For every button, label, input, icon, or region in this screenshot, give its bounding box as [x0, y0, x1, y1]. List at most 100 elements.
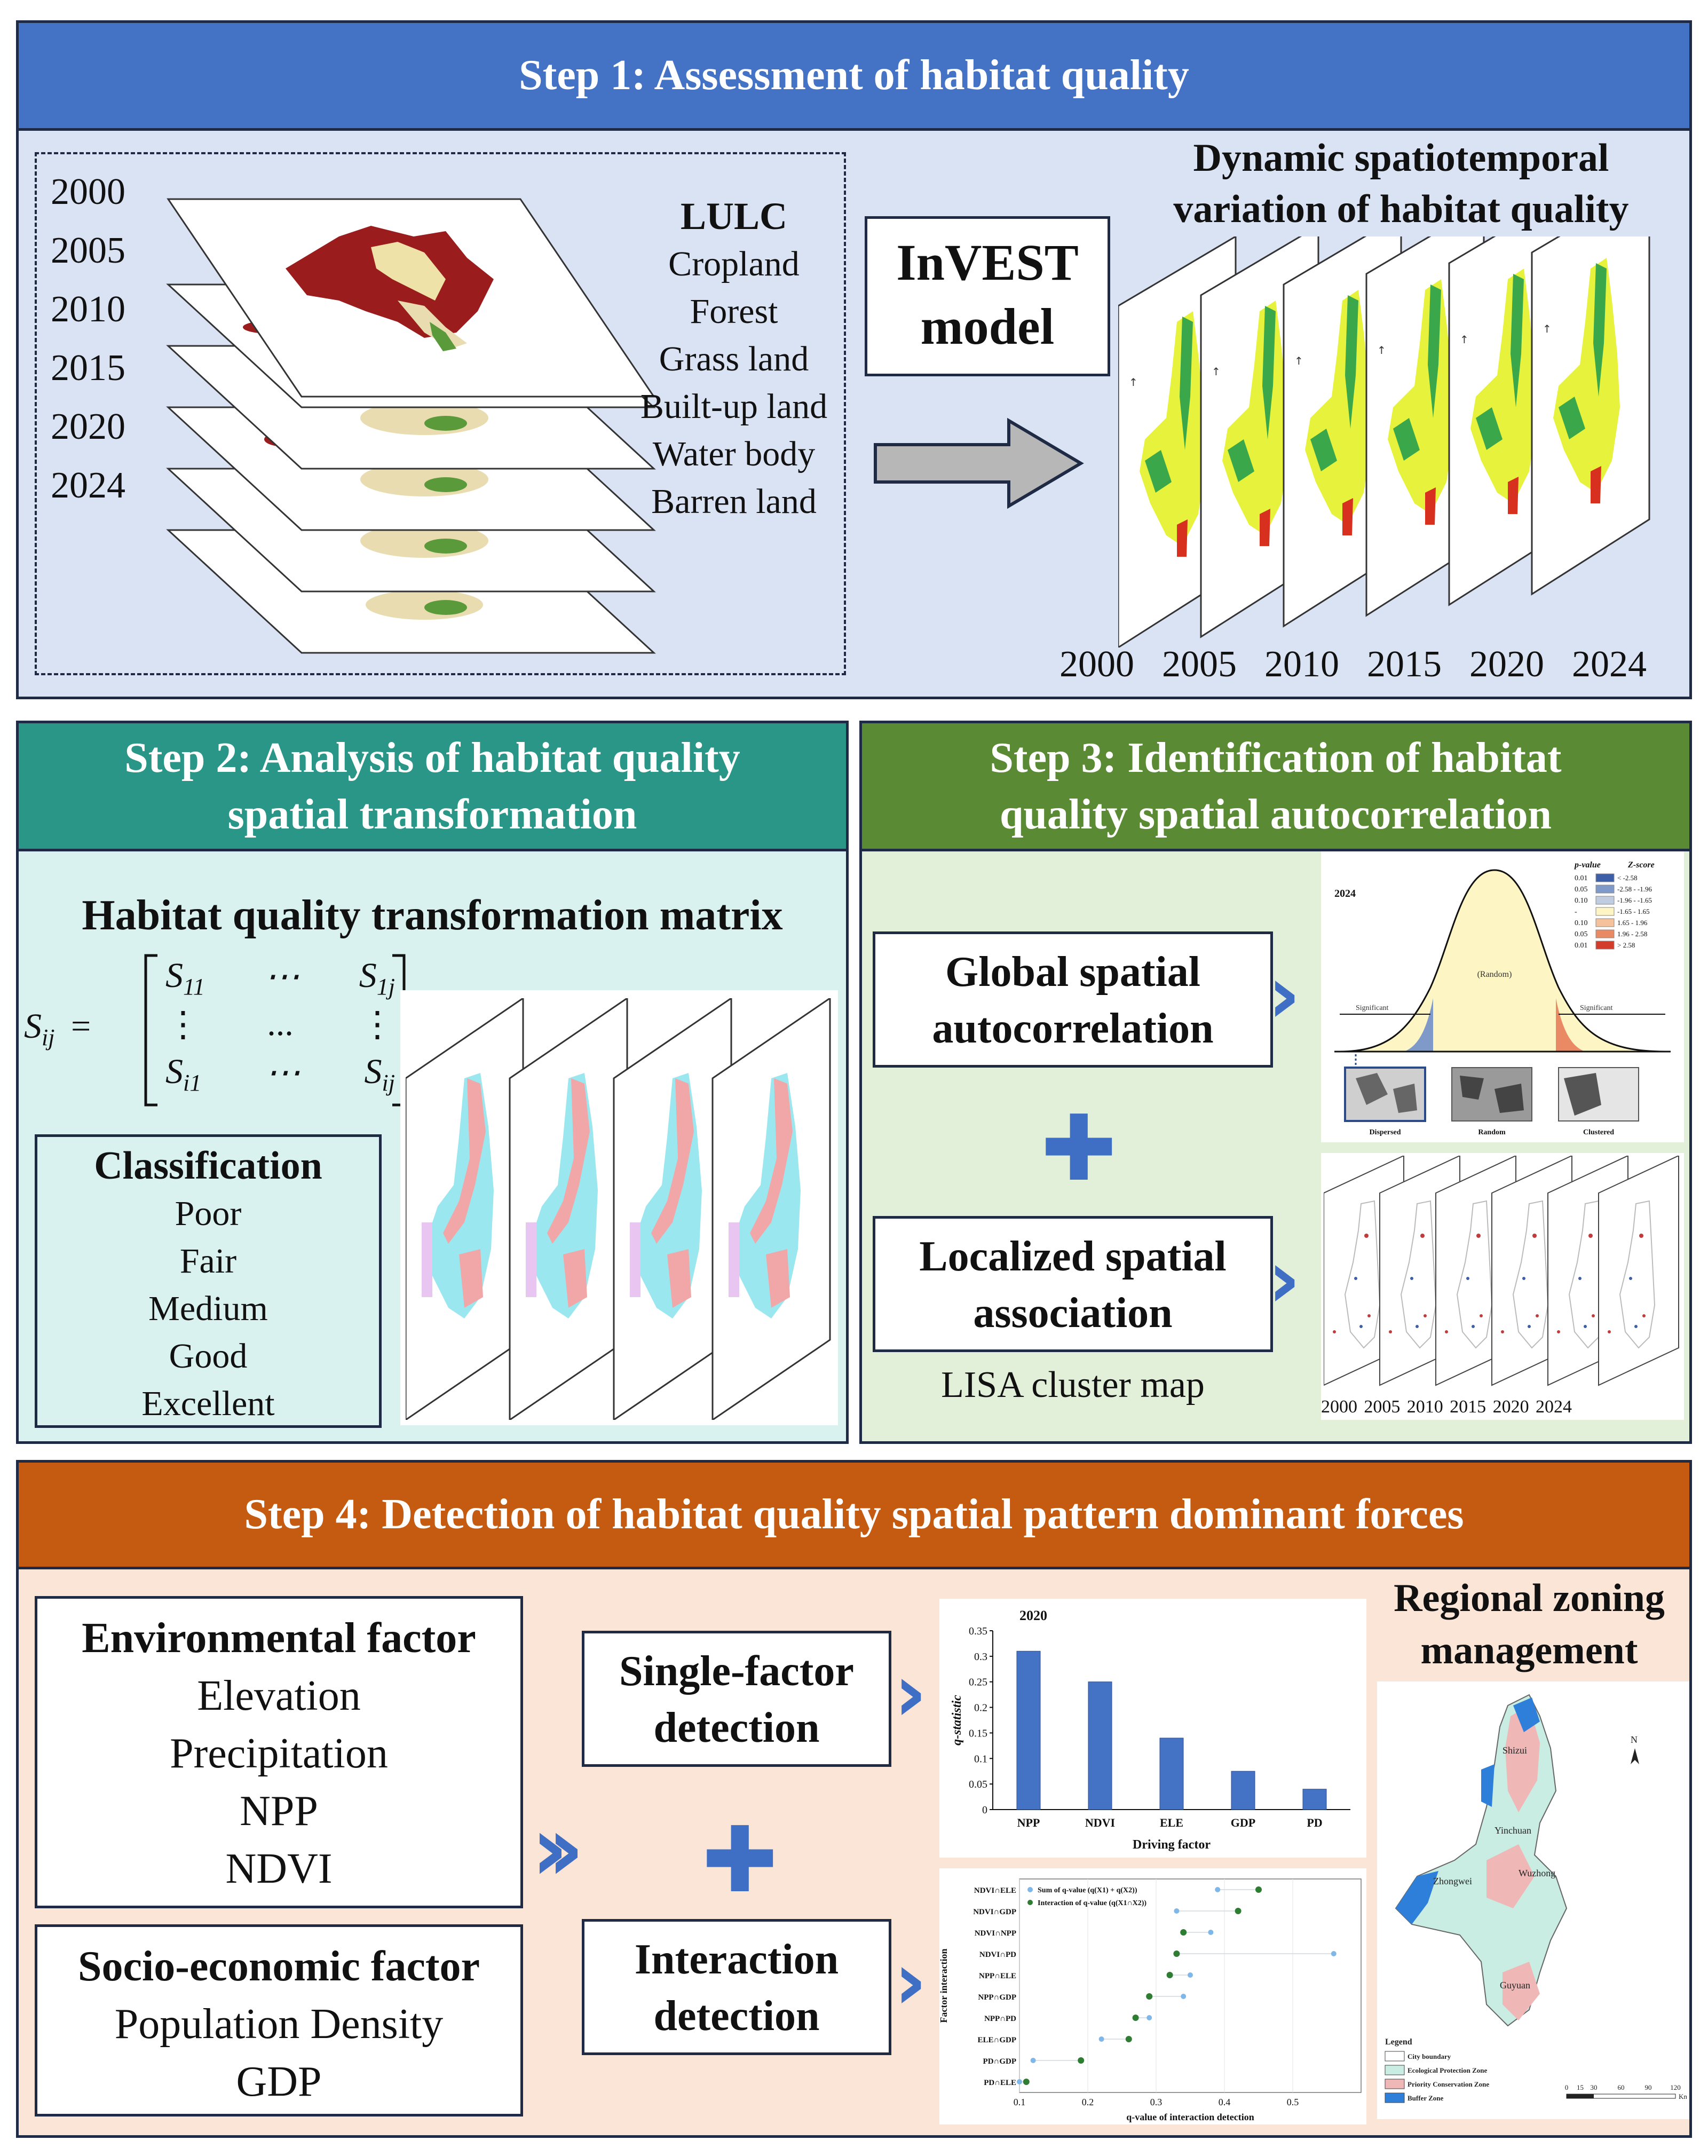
lulc-year: 2005	[51, 230, 125, 271]
bell-right-label: Significant	[1580, 1004, 1613, 1012]
dot-interaction-point	[1173, 1950, 1180, 1957]
dot-sum-point	[1017, 2079, 1022, 2084]
step1-title: Step 1: Assessment of habitat quality	[519, 52, 1189, 99]
step3-title-line: Step 3: Identification of habitat	[990, 734, 1562, 781]
dot-plot-area	[1019, 1878, 1362, 2093]
global-label-line: Global spatial	[945, 949, 1200, 996]
dot-x-axis-label: q-value of interaction detection	[1126, 2112, 1254, 2122]
dot-interaction-point	[1078, 2057, 1085, 2064]
hq-year: 2020	[1469, 644, 1544, 685]
dot-x-tick-label: 0.5	[1287, 2097, 1299, 2107]
hq-year: 2000	[1059, 644, 1134, 685]
socio-factor-item: Population Density	[114, 2001, 444, 2048]
hq-output-title-line: variation of habitat quality	[1173, 187, 1629, 231]
bar-y-axis-label: q-statistic	[950, 1695, 964, 1746]
dot-sum-point	[1188, 1972, 1193, 1978]
lulc-year: 2010	[51, 289, 125, 330]
map-legend-label: Ecological Protection Zone	[1407, 2066, 1487, 2074]
bar-y-tick-label: 0	[982, 1804, 987, 1816]
lisa-year: 2020	[1492, 1397, 1529, 1417]
step2-title-line: spatial transformation	[227, 791, 637, 838]
map-legend-swatch	[1385, 2065, 1405, 2075]
bar-ndvi	[1088, 1681, 1112, 1810]
bell-legend-z: -1.96 - -1.65	[1617, 896, 1652, 904]
dot-category-label: NDVI∩PD	[979, 1950, 1016, 1959]
hq-year: 2024	[1572, 644, 1647, 685]
env-factor-item: Precipitation	[170, 1730, 388, 1777]
dot-category-label: NPP∩ELE	[979, 1972, 1016, 1980]
bar-category-label: GDP	[1231, 1816, 1255, 1829]
bar-pd	[1302, 1789, 1327, 1810]
lulc-layer-2000	[167, 198, 655, 398]
map-legend-label: Priority Conservation Zone	[1407, 2080, 1489, 2088]
bar-y-tick-label: 0.15	[969, 1727, 987, 1739]
bell-legend-p: 0.01	[1575, 874, 1588, 882]
dot-sum-point	[1331, 1951, 1337, 1956]
dot-interaction-point	[1125, 2036, 1132, 2042]
dot-interaction-point	[1023, 2079, 1030, 2085]
map-scale-label: 120	[1670, 2083, 1681, 2091]
map-legend-label: City boundary	[1407, 2052, 1451, 2060]
env-factor-item: NPP	[240, 1788, 318, 1835]
map-legend-title: Legend	[1385, 2037, 1412, 2047]
lisa-year: 2024	[1535, 1397, 1572, 1417]
dot-x-tick-label: 0.2	[1082, 2097, 1094, 2107]
bell-curve-graphic: 2024 (Random) Significant Significant p-…	[1334, 860, 1671, 1136]
dot-category-label: NPP∩PD	[984, 2015, 1016, 2023]
lisa-map	[1598, 1156, 1679, 1386]
bar-npp	[1016, 1650, 1041, 1810]
place-label: Zhongwei	[1433, 1876, 1472, 1886]
dot-sum-point	[1030, 2058, 1036, 2063]
step2-title-line: Step 2: Analysis of habitat quality	[124, 734, 740, 781]
place-label: Yinchuan	[1494, 1825, 1531, 1836]
lisa-year: 2005	[1364, 1397, 1401, 1417]
step2-panel: Step 2: Analysis of habitat quality spat…	[16, 721, 849, 1444]
interaction-label-line: detection	[653, 1993, 820, 2040]
lulc-year: 2015	[51, 348, 125, 389]
bell-legend-z: > 2.58	[1617, 941, 1635, 949]
dot-category-label: NDVI∩GDP	[973, 1908, 1016, 1916]
transformation-map-series	[406, 998, 831, 1420]
dot-category-label: NDVI∩ELE	[974, 1886, 1016, 1895]
environmental-factor-box: Environmental factor Elevation Precipita…	[35, 1596, 523, 1908]
classification-title: Classification	[94, 1144, 322, 1188]
local-label-line: Localized spatial	[919, 1233, 1227, 1280]
lulc-class: Grass land	[659, 339, 809, 378]
north-label: N	[1631, 1734, 1638, 1745]
hq-map	[1531, 236, 1650, 595]
lulc-class: Cropland	[668, 244, 800, 283]
dot-x-tick-label: 0.4	[1219, 2097, 1231, 2107]
step3-title-line: quality spatial autocorrelation	[999, 791, 1552, 838]
step4-header: Step 4: Detection of habitat quality spa…	[19, 1463, 1689, 1569]
classification-item: Good	[169, 1337, 248, 1376]
invest-model-line: InVEST	[896, 234, 1079, 291]
dot-x-tick-label: 0.1	[1014, 2097, 1026, 2107]
interaction-detection-box: Interaction detection	[582, 1919, 891, 2055]
invest-model-box: InVEST model	[865, 216, 1110, 376]
bell-legend-z: -1.65 - 1.65	[1617, 907, 1650, 915]
lulc-layer-stack	[166, 198, 656, 654]
step4-title: Step 4: Detection of habitat quality spa…	[244, 1491, 1464, 1538]
bell-legend-swatch	[1595, 873, 1615, 882]
map-scale-label: 0	[1565, 2083, 1569, 2091]
dot-interaction-point	[1180, 1929, 1187, 1936]
transformation-map	[509, 998, 628, 1420]
env-factor-item: NDVI	[225, 1845, 333, 1892]
zoning-title-line: Regional zoning	[1394, 1576, 1665, 1620]
step3-panel: Step 3: Identification of habitat qualit…	[859, 721, 1692, 1444]
local-label-line: association	[973, 1290, 1173, 1337]
dot-sum-point	[1174, 1908, 1180, 1914]
map-legend-swatch	[1385, 2051, 1405, 2062]
hq-year: 2010	[1264, 644, 1339, 685]
dot-interaction-point	[1146, 1993, 1153, 2000]
zoning-title: Regional zoning management	[1369, 1572, 1689, 1677]
dot-legend-marker	[1027, 1900, 1033, 1905]
place-label: Shizui	[1503, 1745, 1527, 1756]
classification-item: Excellent	[141, 1384, 275, 1423]
bell-legend-z: < -2.58	[1617, 874, 1638, 882]
chevron-right-icon: ›	[1268, 949, 1301, 1041]
dot-y-axis-label: Factor interaction	[939, 1948, 949, 2023]
transformation-matrix: Sij = S11 ⋯ S1j ⋮ ... ⋮ Si1 ⋯ Sij	[24, 953, 408, 1108]
lisa-year: 2010	[1406, 1397, 1443, 1417]
